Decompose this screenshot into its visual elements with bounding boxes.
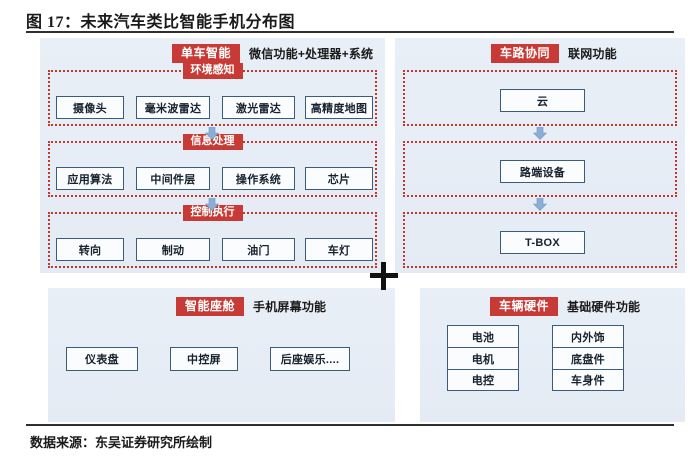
section-roadside-equipment: 路端设备 (403, 141, 677, 197)
section-badge-information-processing: 信息处理 (182, 134, 243, 150)
node-motor[interactable]: 电机 (447, 347, 519, 369)
node-braking[interactable]: 制动 (136, 238, 210, 261)
section-tbox: T-BOX (403, 212, 677, 268)
node-camera[interactable]: 摄像头 (56, 96, 124, 119)
caption-smart-cockpit: 手机屏幕功能 (253, 300, 327, 314)
node-rear-seat-entertainment[interactable]: 后座娱乐.... (270, 347, 350, 371)
badge-smart-cockpit: 智能座舱 (176, 297, 245, 316)
panel-vehicle-road-coordination-header: 车路协同 联网功能 (491, 44, 617, 63)
node-hd-map[interactable]: 高精度地图 (305, 96, 373, 119)
node-vehicle-lights[interactable]: 车灯 (305, 238, 373, 261)
section-environment-perception: 环境感知 摄像头 毫米波雷达 激光雷达 高精度地图 (48, 63, 377, 126)
node-battery[interactable]: 电池 (447, 325, 519, 347)
flow-arrow-down-icon (205, 127, 219, 140)
node-cloud[interactable]: 云 (500, 89, 585, 112)
section-control-execution: 控制执行 转向 制动 油门 车灯 (48, 205, 377, 268)
panel-smart-cockpit: 智能座舱 手机屏幕功能 仪表盘 中控屏 后座娱乐.... (48, 288, 395, 422)
section-information-processing: 信息处理 应用算法 中间件层 操作系统 芯片 (48, 134, 377, 197)
source-note: 数据来源：东吴证券研究所绘制 (30, 435, 213, 450)
flow-arrow-down-icon (205, 198, 219, 211)
panel-vehicle-hardware-header: 车辆硬件 基础硬件功能 (490, 297, 640, 316)
badge-vehicle-hardware: 车辆硬件 (490, 297, 559, 316)
plus-sign-icon (370, 262, 398, 290)
title-divider (26, 31, 674, 33)
node-middleware-layer[interactable]: 中间件层 (136, 167, 210, 190)
hardware-column-powertrain: 电池 电机 电控 (447, 325, 519, 391)
node-throttle[interactable]: 油门 (222, 238, 295, 261)
plus-bar-vertical (381, 262, 386, 290)
node-body-parts[interactable]: 车身件 (552, 369, 624, 391)
caption-vehicle-road-coordination: 联网功能 (568, 47, 617, 61)
badge-vehicle-road-coordination: 车路协同 (491, 44, 560, 63)
panel-vehicle-intelligence-header: 单车智能 微信功能+处理器+系统 (172, 44, 373, 63)
caption-vehicle-intelligence: 微信功能+处理器+系统 (249, 47, 374, 61)
caption-vehicle-hardware: 基础硬件功能 (567, 300, 641, 314)
page-title: 图 17：未来汽车类比智能手机分布图 (26, 14, 296, 31)
section-badge-environment-perception: 环境感知 (182, 63, 243, 79)
node-electronic-control[interactable]: 电控 (447, 369, 519, 391)
node-operating-system[interactable]: 操作系统 (222, 167, 295, 190)
node-center-console-screen[interactable]: 中控屏 (170, 347, 238, 371)
panel-vehicle-intelligence: 单车智能 微信功能+处理器+系统 环境感知 摄像头 毫米波雷达 激光雷达 高精度… (40, 38, 385, 273)
panel-vehicle-road-coordination: 车路协同 联网功能 云 路端设备 T-BOX (395, 38, 685, 273)
panel-vehicle-hardware: 车辆硬件 基础硬件功能 电池 电机 电控 内外饰 底盘件 车身件 (420, 288, 685, 422)
node-steering[interactable]: 转向 (56, 238, 124, 261)
footer-divider (26, 424, 674, 426)
node-application-algorithm[interactable]: 应用算法 (56, 167, 124, 190)
node-tbox[interactable]: T-BOX (500, 231, 585, 254)
node-instrument-cluster[interactable]: 仪表盘 (66, 347, 138, 371)
node-roadside-equipment[interactable]: 路端设备 (500, 160, 585, 183)
hardware-column-body: 内外饰 底盘件 车身件 (552, 325, 624, 391)
node-mmwave-radar[interactable]: 毫米波雷达 (136, 96, 210, 119)
flow-arrow-down-icon (533, 127, 547, 140)
panel-smart-cockpit-header: 智能座舱 手机屏幕功能 (176, 297, 326, 316)
section-cloud: 云 (403, 70, 677, 126)
node-chassis-parts[interactable]: 底盘件 (552, 347, 624, 369)
node-chip[interactable]: 芯片 (305, 167, 373, 190)
node-interior-exterior-trim[interactable]: 内外饰 (552, 325, 624, 347)
section-badge-control-execution: 控制执行 (182, 205, 243, 221)
node-lidar[interactable]: 激光雷达 (222, 96, 295, 119)
flow-arrow-down-icon (533, 198, 547, 211)
badge-vehicle-intelligence: 单车智能 (172, 44, 241, 63)
